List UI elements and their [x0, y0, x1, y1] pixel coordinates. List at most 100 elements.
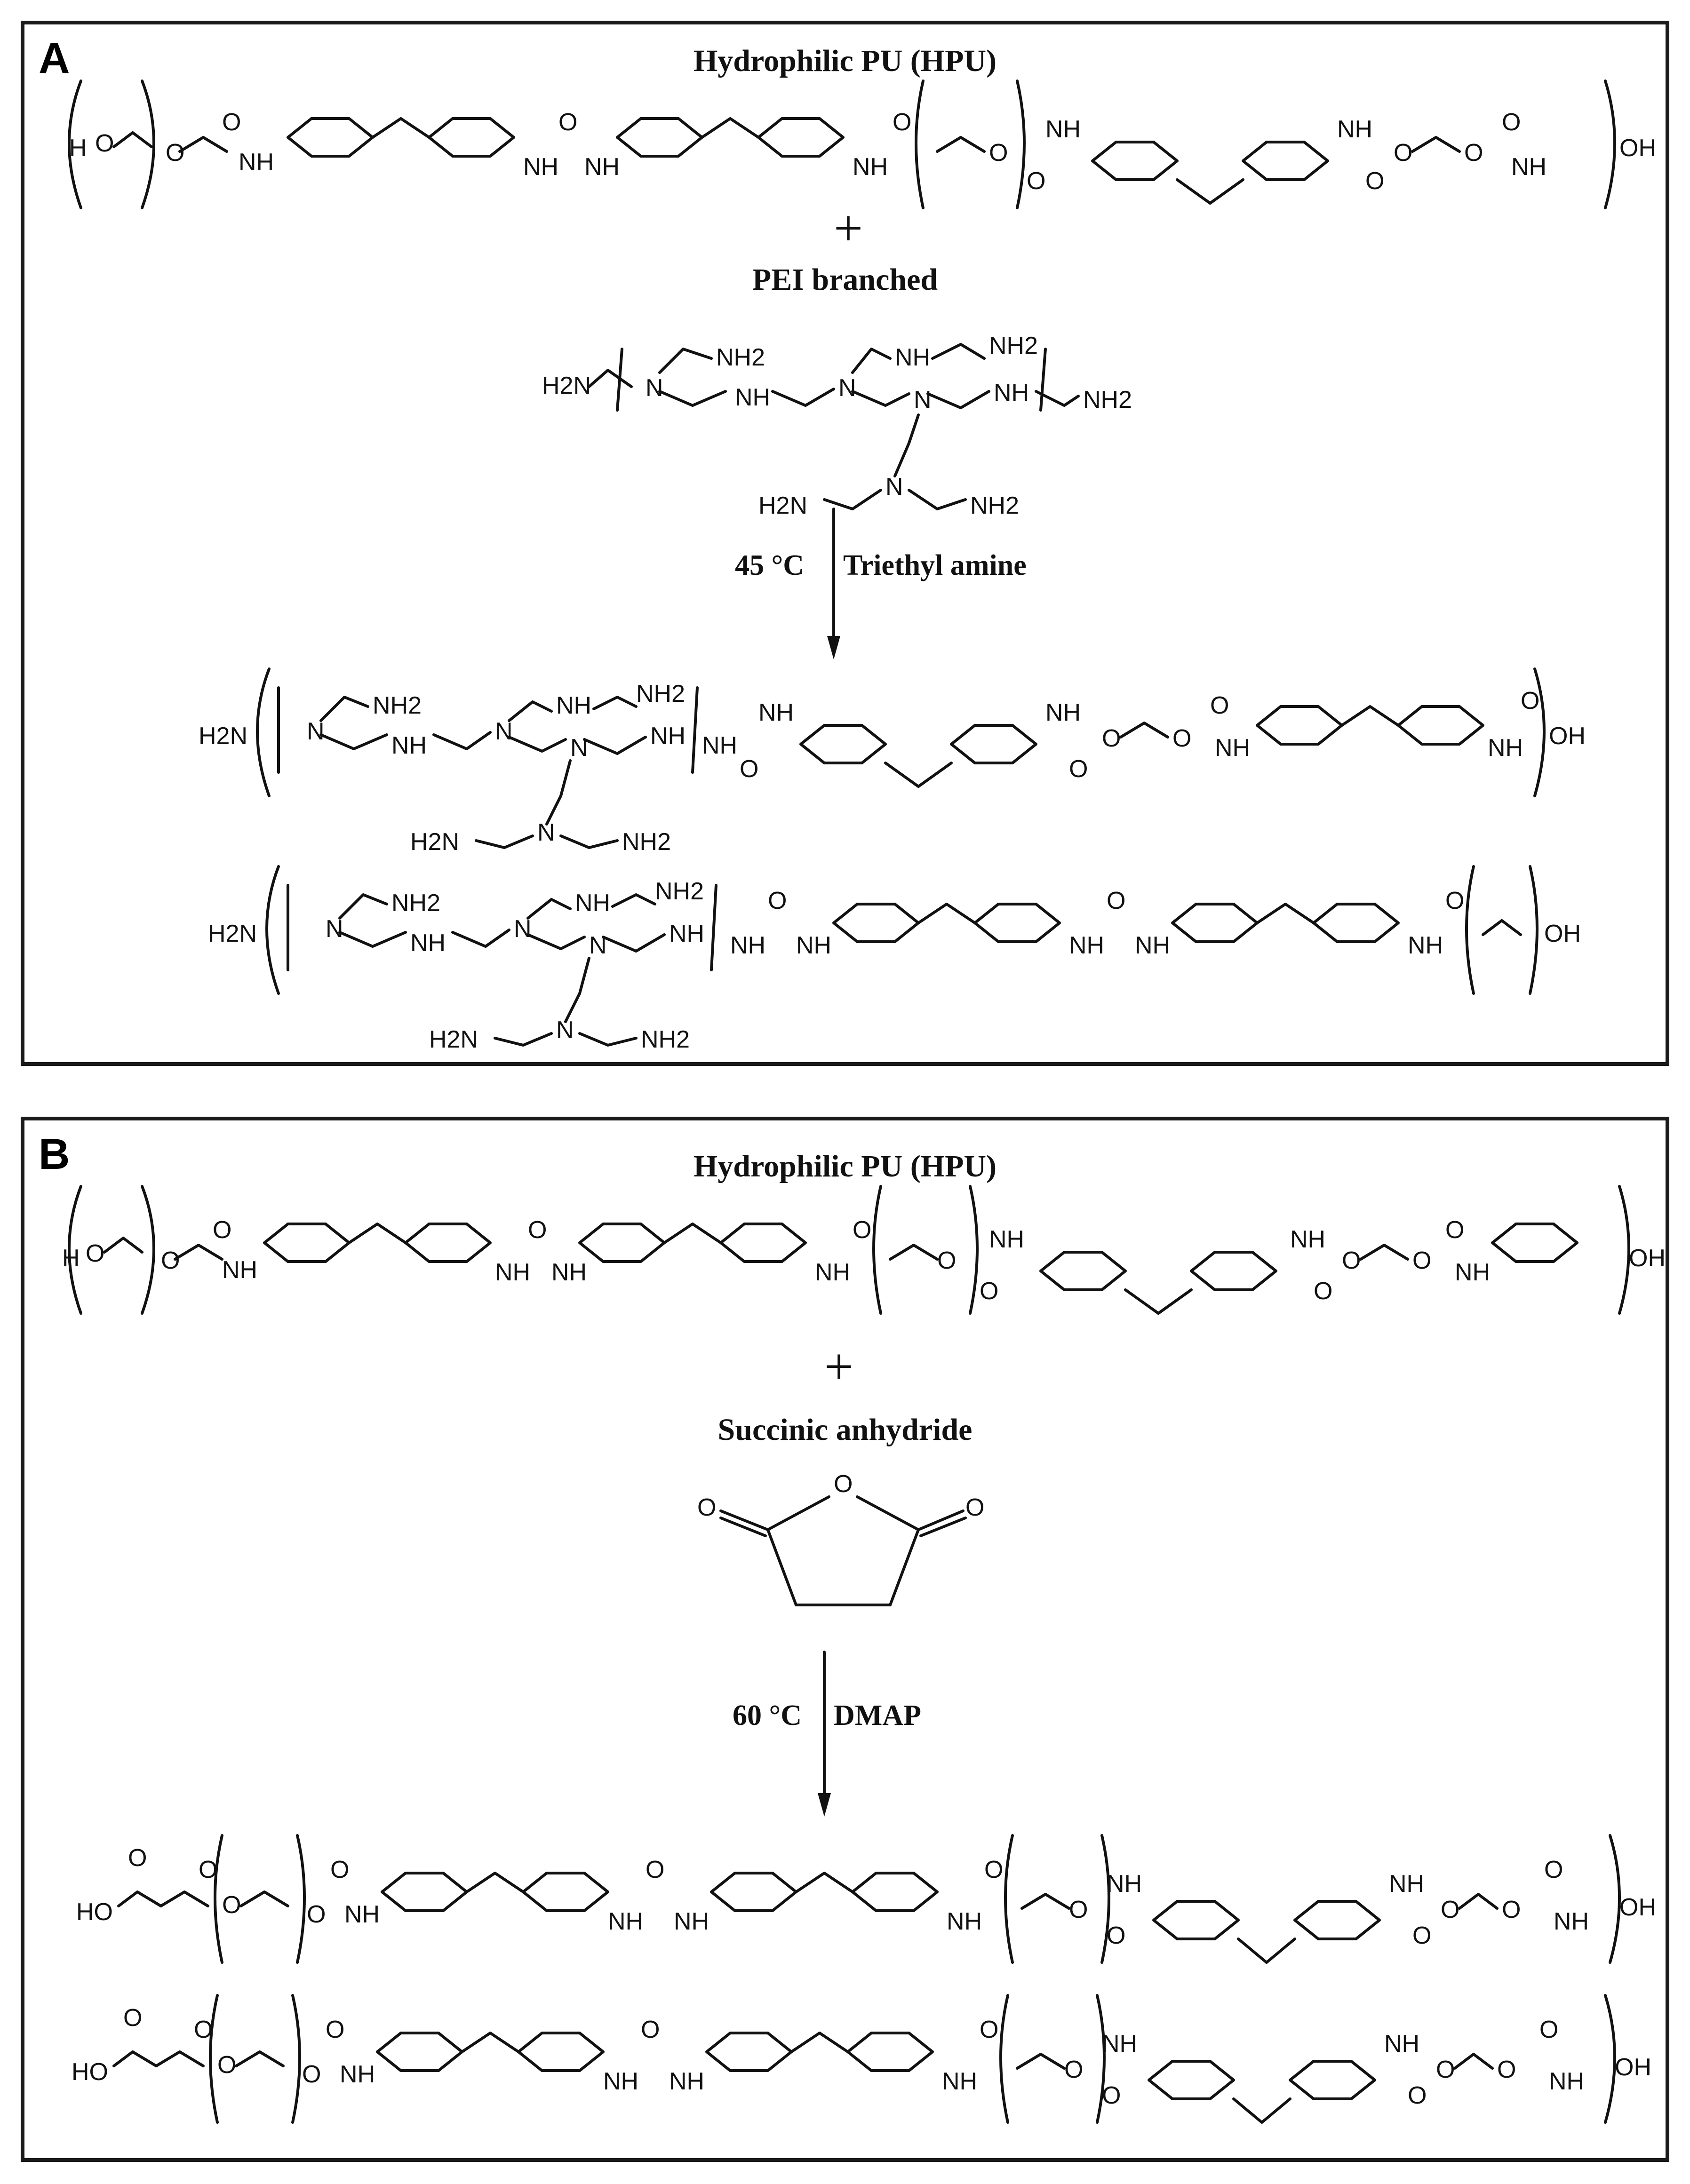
atom-nh: NH [1337, 116, 1372, 143]
panel-b-hpu-title: Hydrophilic PU (HPU) [693, 1149, 997, 1183]
atom-o: O [740, 755, 758, 783]
atom-o: O [1064, 2056, 1083, 2083]
atom-o: O [302, 2061, 321, 2088]
condition-temp-b: 60 °C [733, 1700, 802, 1731]
atom-n: N [326, 915, 343, 943]
atom-o: O [1365, 167, 1384, 195]
atom-o: O [1027, 167, 1045, 195]
hpu-chain-b: H O O O NH NH O NH NH O O NH O [62, 1185, 1666, 1315]
atom-o: O [558, 109, 577, 136]
atom-nh2: NH2 [716, 344, 765, 371]
atom-o: O [326, 2016, 344, 2043]
atom-o: O [222, 109, 241, 136]
atom-o: O [222, 1891, 241, 1919]
atom-o: O [1394, 139, 1412, 167]
atom-nh: NH [608, 1908, 643, 1935]
atom-o: O [697, 1494, 716, 1521]
atom-nh: NH [853, 153, 888, 181]
atom-nh: NH [603, 2068, 638, 2095]
atom-h: H [62, 1245, 80, 1272]
atom-o: O [1441, 1896, 1459, 1923]
atom-o: O [1172, 725, 1191, 752]
atom-nh: NH [551, 1259, 587, 1286]
atom-nh: NH [584, 153, 620, 181]
atom-n: N [885, 473, 903, 500]
atom-o: O [1412, 1247, 1431, 1274]
atom-o: O [1445, 1216, 1464, 1244]
atom-nh: NH [730, 932, 765, 959]
atom-o: O [1408, 2082, 1427, 2109]
atom-nh: NH [1069, 932, 1104, 959]
atom-nh2: NH2 [1083, 386, 1132, 413]
atom-o: O [984, 1856, 1003, 1883]
atom-o: O [1502, 1896, 1521, 1923]
atom-o: O [123, 2004, 142, 2032]
panel-b: B Hydrophilic PU (HPU) H O O O NH NH O N… [21, 1117, 1669, 2162]
atom-h2n: H2N [429, 1026, 478, 1053]
atom-o: O [768, 887, 787, 914]
atom-o: O [1107, 1922, 1125, 1949]
atom-o: O [1436, 2056, 1455, 2083]
atom-oh: OH [1615, 2054, 1651, 2081]
atom-nh: NH [1102, 2030, 1137, 2057]
atom-nh: NH [1045, 116, 1081, 143]
succinic-anhydride-structure: O O O [697, 1470, 984, 1606]
atom-o: O [1445, 887, 1464, 914]
atom-oh: OH [1549, 723, 1586, 750]
condition-reagent-b: DMAP [834, 1700, 921, 1731]
hpu-chain-a: H O O O NH NH O NH NH O O NH O [68, 79, 1656, 209]
atom-o: O [1497, 2056, 1516, 2083]
atom-nh: NH [1135, 932, 1170, 959]
atom-n: N [537, 819, 555, 846]
atom-nh: NH [391, 732, 427, 759]
atom-n: N [307, 718, 325, 745]
atom-nh: NH [1215, 734, 1250, 762]
atom-nh2: NH2 [970, 492, 1019, 519]
atom-nh: NH [410, 929, 446, 957]
product-structure-a1: H2N N NH2 NH N NH NH2 N NH N H2N NH2 NH [199, 667, 1586, 856]
atom-nh: NH [994, 379, 1029, 406]
atom-nh: NH [1408, 932, 1443, 959]
atom-o: O [1314, 1278, 1332, 1305]
atom-o: O [1102, 2082, 1121, 2109]
reaction-arrow-a [827, 508, 840, 659]
atom-nh: NH [1554, 1908, 1589, 1935]
atom-nh: NH [895, 344, 930, 371]
atom-oh: OH [1629, 1245, 1666, 1272]
atom-ho: HO [76, 1898, 113, 1926]
atom-o: O [1464, 139, 1483, 167]
atom-h2n: H2N [410, 828, 459, 856]
atom-o: O [1107, 887, 1125, 914]
atom-o: O [166, 139, 184, 167]
panel-b-letter: B [39, 1130, 70, 1178]
atom-o: O [853, 1216, 871, 1244]
product-structure-a2: H2N N NH2 NH N NH NH2 N NH N H2N NH2 NH [208, 865, 1581, 1053]
panel-a-pei-title: PEI branched [752, 262, 938, 297]
condition-reagent-a: Triethyl amine [843, 549, 1027, 581]
pei-hpu-product-1: H2N N NH2 NH N NH NH2 N NH N H2N NH2 NH [199, 667, 1586, 856]
atom-nh: NH [735, 384, 770, 411]
atom-n: N [914, 386, 932, 413]
atom-nh: NH [1511, 153, 1547, 181]
atom-nh: NH [344, 1901, 380, 1928]
atom-oh: OH [1544, 920, 1581, 947]
atom-o: O [1544, 1856, 1563, 1883]
atom-o: O [646, 1856, 664, 1883]
atom-nh: NH [575, 889, 610, 917]
panel-a: A Hydrophilic PU (HPU) H O O O NH NH O N… [21, 21, 1669, 1066]
atom-o: O [217, 2051, 236, 2079]
panel-b-succinic-title: Succinic anhydride [717, 1413, 973, 1447]
atom-nh: NH [239, 149, 274, 176]
reaction-arrow-b [818, 1651, 831, 1817]
atom-nh: NH [702, 732, 737, 759]
atom-h2n: H2N [758, 492, 807, 519]
atom-o: O [980, 2016, 998, 2043]
atom-nh: NH [1455, 1259, 1490, 1286]
atom-o: O [989, 139, 1008, 167]
atom-h: H [69, 135, 87, 162]
atom-nh: NH [674, 1908, 709, 1935]
atom-o: O [95, 130, 114, 157]
atom-o: O [1342, 1247, 1361, 1274]
atom-o: O [1210, 692, 1229, 719]
succinylated-hpu-1: HO O O O O O NH NH O NH NH O O [76, 1834, 1656, 1964]
